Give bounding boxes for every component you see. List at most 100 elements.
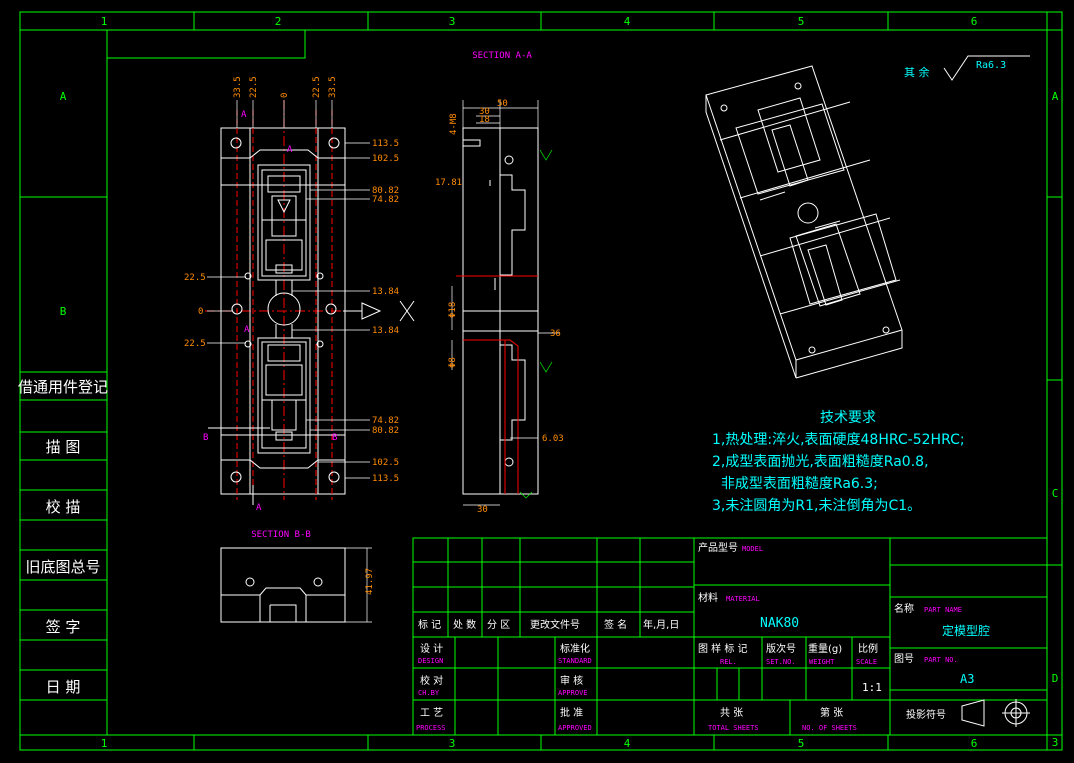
side-dim-m8: 4-M8 xyxy=(449,113,459,135)
projection-symbol-icon xyxy=(961,699,1030,727)
mark-b-1: B xyxy=(203,433,208,443)
tb-change-no: 更改文件号 xyxy=(530,618,580,631)
tb-standard-en: STANDARD xyxy=(558,657,592,665)
bb-dim: 41.97 xyxy=(365,568,375,595)
tb-process: 工 艺 xyxy=(420,707,443,719)
col-label-6b: 6 xyxy=(971,737,978,750)
dim-right-4: 74.82 xyxy=(372,195,399,205)
dim-right-3: 80.82 xyxy=(372,186,399,196)
tb-design-en: DESIGN xyxy=(418,657,443,665)
tb-scale-head: 比例 xyxy=(858,642,878,655)
side-dim-36: 36 xyxy=(550,329,561,339)
side-label-old-no: 旧底图总号 xyxy=(25,558,100,576)
section-bb-title: SECTION B-B xyxy=(251,530,311,540)
tb-zone: 分 区 xyxy=(487,619,510,631)
tb-total-sheets: 共 张 xyxy=(720,707,743,719)
tb-material-value: NAK80 xyxy=(760,616,799,631)
dim-left-1: 22.5 xyxy=(184,273,206,283)
tech-line-3: 非成型表面粗糙度Ra6.3; xyxy=(712,476,878,492)
side-dim-1781: 17.81 xyxy=(435,178,462,188)
tb-material-en: MATERIAL xyxy=(726,595,760,603)
tb-sheet-no: 第 张 xyxy=(820,706,843,719)
row-label-b: B xyxy=(60,305,67,318)
mark-a-4: A xyxy=(256,503,262,513)
roughness-symbol: 其 余 Ra6.3 xyxy=(904,55,1030,81)
dim-right-1: 113.5 xyxy=(372,139,399,149)
dim-right-5: 13.84 xyxy=(372,287,399,297)
tb-part-name-label: 名称 xyxy=(894,602,914,615)
side-label-register: 借通用件登记 xyxy=(18,378,108,396)
side-label-check: 校 描 xyxy=(46,498,81,516)
outer-border xyxy=(19,11,1063,751)
tb-rel-head: 图 样 标 记 xyxy=(698,642,748,655)
tb-ratify-en: APPROVED xyxy=(558,724,592,732)
col-label-2: 2 xyxy=(275,15,282,28)
side-dim-50: 50 xyxy=(497,99,508,109)
roughness-prefix: 其 余 xyxy=(904,65,930,79)
side-label-sign: 签 字 xyxy=(46,618,81,636)
tb-projection: 投影符号 xyxy=(906,708,946,721)
tb-part-no-value: A3 xyxy=(960,672,974,686)
tb-date: 年,月,日 xyxy=(643,618,679,631)
col-label-5b: 5 xyxy=(798,737,805,750)
tb-scale-value: 1:1 xyxy=(862,681,882,694)
col-label-1b: 1 xyxy=(101,737,108,750)
tb-part-name-en: PART NAME xyxy=(924,606,962,614)
side-dim-30: 30 xyxy=(479,107,490,117)
tech-line-4: 3,未注圆角为R1,未注倒角为C1。 xyxy=(712,498,921,514)
tb-part-no-label: 图号 xyxy=(894,653,914,665)
col-label-3b: 3 xyxy=(449,737,456,750)
col-label-5: 5 xyxy=(798,15,805,28)
side-dim-603: 6.03 xyxy=(542,434,564,444)
tb-standard: 标准化 xyxy=(560,642,590,655)
corner-label: 3 xyxy=(1052,736,1059,749)
dim-top-2: 22.5 xyxy=(249,76,259,98)
tb-model-label: 产品型号 xyxy=(698,541,738,554)
tb-weight-en: WEIGHT xyxy=(809,658,835,666)
side-dim-d8: Φ8 xyxy=(448,357,458,368)
dim-right-6: 13.84 xyxy=(372,326,399,336)
tb-weight-head: 重量(g) xyxy=(808,642,842,655)
dim-top-3: 0 xyxy=(280,93,290,98)
tech-requirements: 技术要求 1,热处理:淬火,表面硬度48HRC-52HRC; 2,成型表面抛光,… xyxy=(712,410,965,514)
tb-approve-en: APPROVE xyxy=(558,689,588,697)
isometric-view xyxy=(705,65,903,379)
tb-scale-en: SCALE xyxy=(856,658,877,666)
side-label-date: 日 期 xyxy=(46,678,81,696)
col-label-6: 6 xyxy=(971,15,978,28)
dim-top-5: 33.5 xyxy=(328,76,338,98)
row-label-a: A xyxy=(60,90,67,103)
dim-top-1: 33.5 xyxy=(233,76,243,98)
tb-sign: 签 名 xyxy=(604,618,627,631)
mark-a-1: A xyxy=(241,110,247,120)
col-label-4b: 4 xyxy=(624,737,631,750)
tb-mark: 标 记 xyxy=(418,619,441,631)
section-bb-view xyxy=(220,547,372,623)
tb-count: 处 数 xyxy=(453,618,476,631)
dim-top-4: 22.5 xyxy=(312,76,322,98)
row-label-d-right: D xyxy=(1052,672,1059,685)
tb-process-en: PROCESS xyxy=(416,724,446,732)
front-view xyxy=(205,100,415,505)
mark-a-2: A xyxy=(287,145,293,155)
tb-design: 设 计 xyxy=(420,642,443,655)
side-label-trace: 描 图 xyxy=(46,438,81,456)
dim-right-8: 80.82 xyxy=(372,426,399,436)
dim-right-10: 113.5 xyxy=(372,474,399,484)
tb-set-head: 版次号 xyxy=(766,642,796,655)
tb-sheet-no-en: NO. OF SHEETS xyxy=(802,724,857,732)
tech-line-1: 1,热处理:淬火,表面硬度48HRC-52HRC; xyxy=(712,432,965,448)
tb-part-no-en: PART NO. xyxy=(924,656,958,664)
tb-material-label: 材料 xyxy=(698,591,718,604)
dim-left-2: 0 xyxy=(198,307,203,317)
dim-right-9: 102.5 xyxy=(372,458,399,468)
dim-right-7: 74.82 xyxy=(372,416,399,426)
side-dim-30b: 30 xyxy=(477,505,488,515)
mark-a-3: A xyxy=(244,325,250,335)
tb-part-name-value: 定模型腔 xyxy=(942,623,990,638)
row-label-a-right: A xyxy=(1052,90,1059,103)
tb-model-en: MODEL xyxy=(742,545,763,553)
dim-right-2: 102.5 xyxy=(372,154,399,164)
tb-set-en: SET.NO. xyxy=(766,658,796,666)
